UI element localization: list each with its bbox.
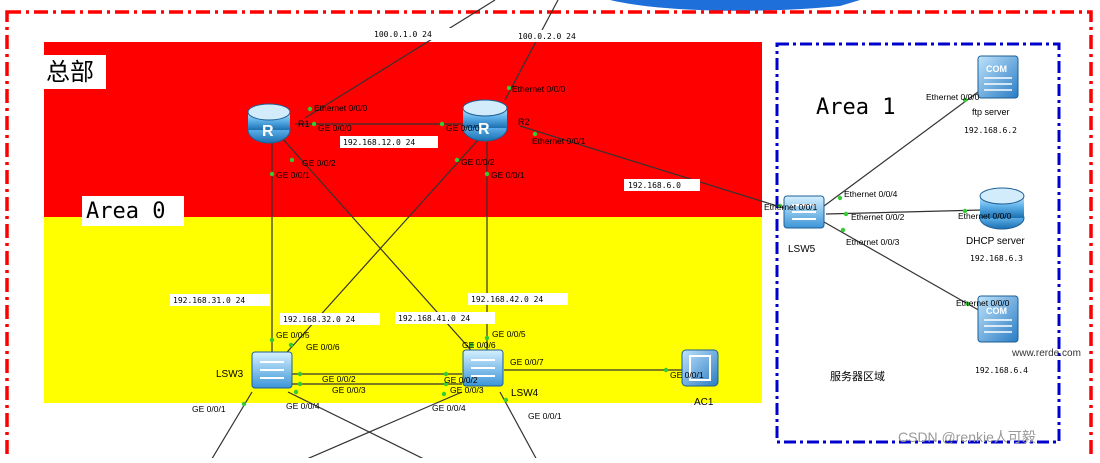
- subnet-r1-r2: 192.168.12.0 24: [343, 138, 415, 147]
- ftp-server[interactable]: COM: [977, 55, 1019, 99]
- port-r1-ge000: GE 0/0/0: [318, 123, 352, 133]
- subnet-r2-lsw5: 192.168.6.0: [628, 181, 681, 190]
- port-ftp-e000: Ethernet 0/0/0: [926, 92, 980, 102]
- switch-lsw3-label: LSW3: [216, 369, 244, 380]
- port-lsw3-ge005: GE 0/0/5: [276, 330, 310, 340]
- port-lsw3-ge002: GE 0/0/2: [322, 374, 356, 384]
- port-lsw4-ge006: GE 0/0/6: [462, 340, 496, 350]
- port-lsw3-ge001: GE 0/0/1: [192, 404, 226, 414]
- router-r1[interactable]: R: [247, 103, 291, 144]
- cable-r1-uplink[interactable]: [304, 0, 496, 119]
- cable-r2-lsw5[interactable]: [519, 125, 791, 211]
- server-4-ip: 192.168.6.4: [975, 366, 1028, 375]
- subnet-r2-lsw3: 192.168.32.0 24: [283, 315, 355, 324]
- port-lsw4-ge001: GE 0/0/1: [528, 411, 562, 421]
- hq-label-bg: [44, 55, 106, 89]
- ftp-server-label: ftp server: [972, 107, 1010, 117]
- port-labels: Ethernet 0/0/0 GE 0/0/0 GE 0/0/2 GE 0/0/…: [192, 84, 1012, 421]
- switch-lsw4-label: LSW4: [511, 388, 539, 399]
- cable-lsw4-down-2[interactable]: [499, 391, 539, 463]
- port-lsw5-e001: Ethernet 0/0/1: [764, 202, 818, 212]
- subnet-labels: 100.0.1.0 24 100.0.2.0 24 192.168.12.0 2…: [170, 28, 700, 325]
- port-r2-ge001: GE 0/0/1: [491, 170, 525, 180]
- port-lsw4-ge007: GE 0/0/7: [510, 357, 544, 367]
- port-lsw4-ge005: GE 0/0/5: [492, 329, 526, 339]
- site-watermark: www.rerde.com: [1011, 348, 1081, 359]
- cable-lsw5-ftp[interactable]: [823, 91, 979, 207]
- switch-lsw3[interactable]: [251, 351, 293, 389]
- router-r1-label: R1: [298, 119, 310, 129]
- area1-label: Area 1: [816, 95, 895, 120]
- ftp-server-ip: 192.168.6.2: [964, 126, 1017, 135]
- switch-lsw5[interactable]: [783, 195, 825, 229]
- server-zone-label: 服务器区域: [830, 370, 885, 383]
- port-r1-e000: Ethernet 0/0/0: [314, 103, 368, 113]
- hq-label: 总部: [46, 59, 94, 86]
- access-controller-ac1[interactable]: [681, 349, 719, 387]
- port-r2-e001: Ethernet 0/0/1: [532, 136, 586, 146]
- cable-lsw4-down-1[interactable]: [299, 391, 463, 463]
- ac1-label: AC1: [694, 397, 714, 408]
- subnet-uplink-2: 100.0.2.0 24: [518, 32, 576, 41]
- ftp-server-badge: COM: [986, 64, 1007, 74]
- port-lsw3-ge003: GE 0/0/3: [332, 385, 366, 395]
- switch-lsw4[interactable]: [462, 349, 504, 387]
- router-r2-label: R2: [518, 117, 530, 127]
- router-r2-glyph: R: [478, 121, 490, 138]
- server-4[interactable]: COM: [977, 295, 1019, 343]
- port-r1-ge001: GE 0/0/1: [276, 170, 310, 180]
- port-r2-e000: Ethernet 0/0/0: [512, 84, 566, 94]
- port-lsw4-ge003: GE 0/0/3: [450, 385, 484, 395]
- port-dhcp-e000: Ethernet 0/0/0: [958, 211, 1012, 221]
- subnet-uplink-1: 100.0.1.0 24: [374, 30, 432, 39]
- port-lsw5-e003: Ethernet 0/0/3: [846, 237, 900, 247]
- cable-lsw5-dhcp[interactable]: [825, 209, 983, 215]
- subnet-r1-lsw3: 192.168.31.0 24: [173, 296, 245, 305]
- port-r2-ge002: GE 0/0/2: [461, 157, 495, 167]
- router-r2[interactable]: R: [462, 99, 508, 142]
- outer-border: [5, 10, 1093, 463]
- server-4-badge: COM: [986, 306, 1007, 316]
- dhcp-server-label: DHCP server: [966, 236, 1025, 247]
- port-lsw5-e004: Ethernet 0/0/4: [844, 189, 898, 199]
- switch-lsw5-label: LSW5: [788, 244, 816, 255]
- port-lsw3-ge004: GE 0/0/4: [286, 401, 320, 411]
- port-r2-ge000: GE 0/0/0: [446, 123, 480, 133]
- subnet-r1-lsw4: 192.168.41.0 24: [398, 314, 470, 323]
- area0-label: Area 0: [86, 199, 165, 224]
- router-r1-glyph: R: [262, 123, 274, 140]
- port-lsw3-ge006: GE 0/0/6: [306, 342, 340, 352]
- port-dots: [241, 85, 971, 407]
- port-r1-ge002: GE 0/0/2: [302, 158, 336, 168]
- dhcp-server[interactable]: [979, 187, 1025, 230]
- port-lsw4-ge002: GE 0/0/2: [444, 375, 478, 385]
- area0-zone: [44, 217, 762, 403]
- port-lsw5-e002: Ethernet 0/0/2: [851, 212, 905, 222]
- port-srv4-e000: Ethernet 0/0/0: [956, 298, 1010, 308]
- dhcp-server-ip: 192.168.6.3: [970, 254, 1023, 263]
- csdn-watermark: CSDN @renkie人可毅: [898, 429, 1036, 445]
- cable-lsw5-server4[interactable]: [823, 221, 983, 313]
- cable-lsw3-down-2[interactable]: [287, 391, 431, 463]
- area0-label-bg: [82, 196, 184, 226]
- port-ac1-ge001: GE 0/0/1: [670, 370, 704, 380]
- upper-network-cloud-edge: [610, 0, 860, 11]
- subnet-r2-lsw4: 192.168.42.0 24: [471, 295, 543, 304]
- area1-border: [775, 42, 1061, 444]
- cable-r2-uplink[interactable]: [504, 0, 559, 101]
- port-lsw4-ge004: GE 0/0/4: [432, 403, 466, 413]
